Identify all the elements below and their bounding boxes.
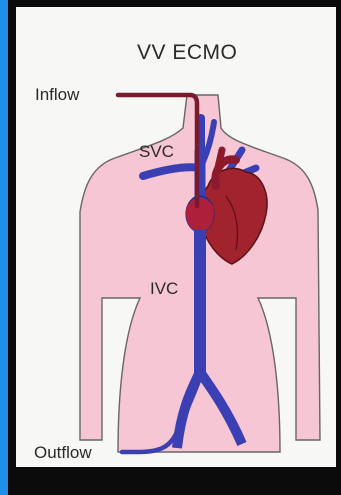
- svc-label: SVC: [139, 143, 174, 160]
- outflow-label: Outflow: [34, 444, 92, 461]
- ivc-label: IVC: [150, 280, 178, 297]
- inflow-label: Inflow: [35, 86, 79, 103]
- right-atrium: [186, 196, 214, 232]
- diagram-title: VV ECMO: [137, 42, 237, 63]
